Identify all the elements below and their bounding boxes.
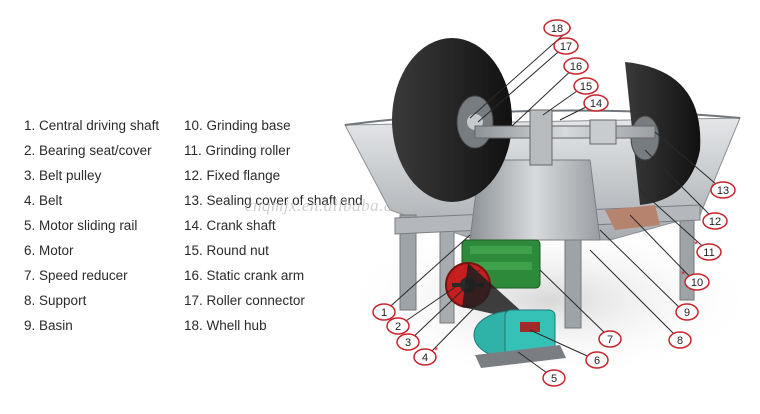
svg-text:18: 18 xyxy=(551,23,563,35)
legend-item: 15. Round nut xyxy=(184,243,269,258)
grinding-roller-right xyxy=(625,62,701,205)
svg-text:14: 14 xyxy=(590,98,602,110)
callout-10: 10 * xyxy=(681,269,710,291)
svg-text:11: 11 xyxy=(703,247,714,259)
svg-text:12: 12 xyxy=(709,216,721,228)
callout-17: 17 xyxy=(553,37,579,55)
legend-item: 17. Roller connector xyxy=(184,293,305,308)
legend-item: 10. Grinding base xyxy=(184,118,291,133)
callout-4: 4* xyxy=(413,345,439,366)
callout-18: 18 xyxy=(543,19,571,37)
callout-1: 1 xyxy=(372,303,396,321)
crank-shaft xyxy=(474,125,656,139)
legend-item: 12. Fixed flange xyxy=(184,168,281,183)
legend-item: 11. Grinding roller xyxy=(184,143,291,158)
callout-3: 3 xyxy=(396,333,420,351)
support-leg xyxy=(564,227,582,329)
legend-item: 9. Basin xyxy=(24,318,73,333)
legend-item: 6. Motor xyxy=(24,243,74,258)
svg-text:16: 16 xyxy=(570,61,582,73)
svg-text:8: 8 xyxy=(677,335,683,347)
legend-item: 8. Support xyxy=(24,293,87,308)
svg-text:1: 1 xyxy=(381,307,387,319)
round-nut xyxy=(589,119,617,145)
legend-item: 3. Belt pulley xyxy=(24,168,102,183)
svg-text:15: 15 xyxy=(580,81,592,93)
svg-text:3: 3 xyxy=(405,337,411,349)
svg-text:6: 6 xyxy=(594,355,600,367)
callout-14: 14 xyxy=(583,94,609,112)
callout-6: 6 xyxy=(585,351,609,369)
wearing-part-mark: * xyxy=(434,345,439,357)
callout-16: 16 xyxy=(563,57,589,75)
legend-item: 7. Speed reducer xyxy=(24,268,128,283)
callout-8: 8 xyxy=(668,331,692,349)
legend-item: 16. Static crank arm xyxy=(184,268,305,283)
callout-2: 2 xyxy=(386,317,410,335)
svg-text:17: 17 xyxy=(560,41,572,53)
reducer-fin xyxy=(470,262,532,270)
static-crank-arm xyxy=(529,109,553,166)
svg-text:5: 5 xyxy=(551,373,557,385)
legend-item: 5. Motor sliding rail xyxy=(24,218,138,233)
grinding-roller-left xyxy=(392,38,512,202)
legend-item: 13. Sealing cover of shaft end xyxy=(184,193,363,208)
support-leg xyxy=(399,214,417,311)
legend-item: 4. Belt xyxy=(24,193,63,208)
central-column xyxy=(469,159,601,241)
watermark: cnqmjx.en.alibaba.com xyxy=(245,196,414,215)
callout-5: 5 xyxy=(542,369,566,387)
belt xyxy=(462,263,520,318)
wearing-part-mark: * xyxy=(694,239,699,251)
callout-11: 11 * xyxy=(694,239,722,261)
svg-text:9: 9 xyxy=(684,307,690,319)
legend-item: 14. Crank shaft xyxy=(184,218,276,233)
svg-text:2: 2 xyxy=(395,321,401,333)
callout-7: 7 xyxy=(598,330,622,348)
motor-terminal xyxy=(520,322,540,332)
svg-text:10: 10 xyxy=(691,277,703,289)
legend-item: 2. Bearing seat/cover xyxy=(24,143,152,158)
legend-item: 1. Central driving shaft xyxy=(24,118,160,133)
motor-sliding-rail xyxy=(475,345,566,368)
callout-15: 15 xyxy=(573,77,599,95)
legend-item: 18. Whell hub xyxy=(184,318,267,333)
svg-text:4: 4 xyxy=(422,352,428,364)
svg-text:7: 7 xyxy=(607,334,613,346)
svg-text:13: 13 xyxy=(717,185,729,197)
reducer-fin xyxy=(470,246,532,254)
callout-13: 13 xyxy=(710,181,736,199)
callout-9: 9 xyxy=(675,303,699,321)
wearing-part-mark: * xyxy=(681,269,686,281)
callout-12: 12 xyxy=(702,212,728,230)
